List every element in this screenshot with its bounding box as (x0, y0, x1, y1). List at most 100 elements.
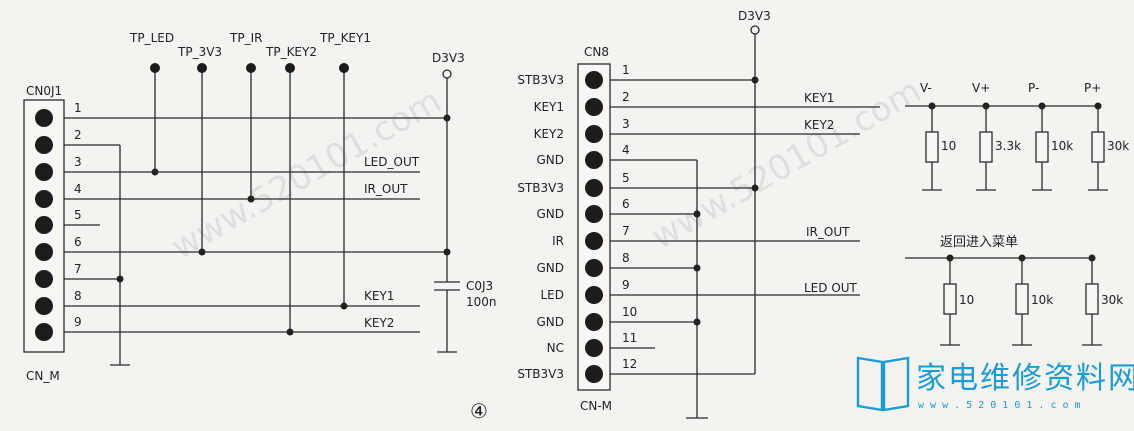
cn8-pin-name: STB3V3 (517, 73, 564, 87)
junction-dot (443, 114, 451, 122)
cn8-pin (585, 232, 603, 250)
cn8-net-led-out: LED OUT (804, 281, 858, 295)
d3v3-label: D3V3 (432, 51, 465, 65)
logo-url: w w w . 5 2 0 1 0 1 . c o m (918, 400, 1081, 411)
cn8-pin-number: 5 (622, 171, 630, 185)
cn0j1-pin (35, 136, 53, 154)
cn8-pin-number: 6 (622, 197, 630, 211)
cn0j1-bottom-label: CN_M (26, 369, 60, 383)
tp-terminal (339, 63, 349, 73)
cn8-pin-name: NC (547, 341, 564, 355)
cn0j1-pin-number: 1 (74, 101, 82, 115)
book-icon (882, 356, 910, 412)
cn0j1-pin-number: 5 (74, 208, 82, 222)
cn8-d3v3-label: D3V3 (738, 9, 771, 23)
rail-v-minus: V- (920, 81, 932, 95)
cn0j1-pin (35, 163, 53, 181)
cn8-pin-number: 4 (622, 143, 630, 157)
cn0j1-test-points: TP_LED TP_3V3 TP_IR TP_KEY2 TP_KEY1 D3V3 (129, 31, 465, 73)
book-icon (856, 356, 884, 412)
cn0j1-pin-number: 3 (74, 155, 82, 169)
tp-terminal (285, 63, 295, 73)
cn0j1-pin-number: 4 (74, 182, 82, 196)
cn8-pin-number: 8 (622, 251, 630, 265)
resistor-value: 30k (1101, 293, 1123, 307)
logo-text: 家电维修资料网 (916, 361, 1134, 396)
cn8-wires: D3V3 KEY1 KEY2 IR_OUT LED OUT (610, 9, 880, 419)
resistor-body (943, 283, 957, 315)
cn8-pin (585, 179, 603, 197)
cn8-net-ir-out: IR_OUT (806, 225, 850, 239)
cn8-pin (585, 286, 603, 304)
cn8-pin-name: GND (536, 153, 564, 167)
cn8-pin (585, 205, 603, 223)
cn0j1-wires (64, 69, 460, 366)
d3v3-terminal (442, 69, 452, 79)
cn8-body (577, 63, 611, 391)
tp-terminal (246, 63, 256, 73)
resistor-body (1015, 283, 1029, 315)
rail-p-minus: P- (1028, 81, 1039, 95)
junction-dot (751, 76, 759, 84)
junction-dot (693, 210, 701, 218)
cn8-pin-number: 2 (622, 90, 630, 104)
cn8-title: CN8 (584, 45, 609, 59)
resistor-body (1085, 283, 1099, 315)
cn0j1-pin-number: 8 (74, 289, 82, 303)
d3v3-terminal (750, 25, 760, 35)
cn8-pin-name: STB3V3 (517, 181, 564, 195)
junction-dot (198, 248, 206, 256)
junction-dot (443, 248, 451, 256)
cn0j1-pin-number: 9 (74, 315, 82, 329)
tp-terminal (197, 63, 207, 73)
junction-dot (693, 318, 701, 326)
cn8-pin (585, 339, 603, 357)
junction-dot (151, 168, 159, 176)
cn0j1-pin (35, 216, 53, 234)
cn0j1-pin (35, 190, 53, 208)
figure-number: ④ (470, 399, 488, 423)
cn0j1-title: CN0J1 (26, 84, 62, 98)
cn8-pin (585, 259, 603, 277)
cn8-bottom-label: CN-M (580, 399, 612, 413)
resistor-body (925, 131, 939, 163)
junction-dot (693, 264, 701, 272)
net-key1: KEY1 (364, 289, 394, 303)
cn0j1-net-labels: LED_OUT IR_OUT KEY1 KEY2 C0J3 100n (364, 155, 497, 330)
cn8-pin-number: 7 (622, 224, 630, 238)
tp-led-label: TP_LED (129, 31, 174, 45)
cn8-pin-number: 10 (622, 305, 637, 319)
resistor-body (1035, 131, 1049, 163)
cn8-pin-number: 12 (622, 357, 637, 371)
cn0j1-pin-number: 7 (74, 262, 82, 276)
cn0j1-junctions (116, 114, 451, 336)
rail-v-plus: V+ (972, 81, 990, 95)
cn8-pin-name: KEY2 (534, 127, 564, 141)
resistor-value: 10 (959, 293, 974, 307)
tp-terminal (150, 63, 160, 73)
cn8-pin-number: 9 (622, 278, 630, 292)
cn8-pin (585, 98, 603, 116)
cn0j1-pin (35, 323, 53, 341)
net-key2: KEY2 (364, 316, 394, 330)
cn8-pin (585, 125, 603, 143)
resistor-value: 30k (1107, 139, 1129, 153)
cn0j1-pin (35, 270, 53, 288)
net-ir-out: IR_OUT (364, 182, 408, 196)
junction-dot (116, 275, 124, 283)
cn0j1-pin (35, 109, 53, 127)
cn8-pin (585, 151, 603, 169)
tp-ir-label: TP_IR (229, 31, 262, 45)
site-logo: 家电维修资料网 w w w . 5 2 0 1 0 1 . c o m (856, 356, 1134, 412)
resistor-body (1091, 131, 1105, 163)
resistor-value: 10k (1051, 139, 1073, 153)
back-menu-label: 返回进入菜单 (940, 235, 1018, 250)
cn8-pin (585, 365, 603, 383)
cap-value: 100n (466, 295, 497, 309)
cn8-connector: CN8 CN-M STB3V31KEY12KEY23GND4STB3V35GND… (517, 45, 637, 413)
tp-3v3-label: TP_3V3 (177, 45, 222, 59)
